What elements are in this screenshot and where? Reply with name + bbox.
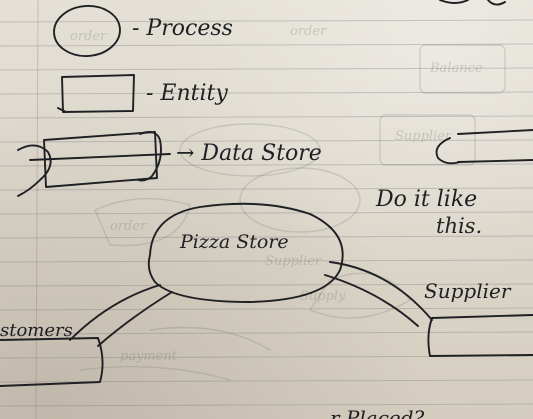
top-cut-off-scribble [439,0,506,6]
svg-text:order: order [110,219,147,234]
data-store-symbol-icon [17,131,171,197]
ruled-lines [0,19,533,407]
example-data-store-sketch [435,129,533,165]
legend-process-label: - Process [132,16,233,41]
svg-text:Supplier: Supplier [395,129,452,144]
entity-symbol-icon [57,74,135,113]
supplier-label: Supplier [424,279,512,303]
bottom-cut-off-text: r Placed? [330,406,425,419]
pizza-store-label: Pizza Store [179,231,289,253]
customer-connector [69,284,173,347]
legend-data-store-label: → Data Store [176,141,322,166]
svg-text:Balance: Balance [429,61,483,76]
margin-line [35,0,39,419]
svg-text:payment: payment [120,349,178,364]
legend-entity-label: - Entity [146,81,228,106]
supplier-connector [324,261,433,327]
svg-text:Supplier: Supplier [265,254,322,269]
process-symbol-icon [53,5,121,57]
supplier-entity-box [427,314,533,357]
svg-text:Supply: Supply [300,289,346,304]
bleed-through-marks: order Balance Supplier Supplier Supply o… [70,24,506,381]
instruction-line-2: this. [436,214,482,238]
instruction-line-1: Do it like [375,187,477,212]
svg-text:order: order [70,29,107,44]
svg-text:order: order [290,24,327,39]
customers-entity-box [0,337,104,387]
customers-label: stomers [0,320,73,341]
